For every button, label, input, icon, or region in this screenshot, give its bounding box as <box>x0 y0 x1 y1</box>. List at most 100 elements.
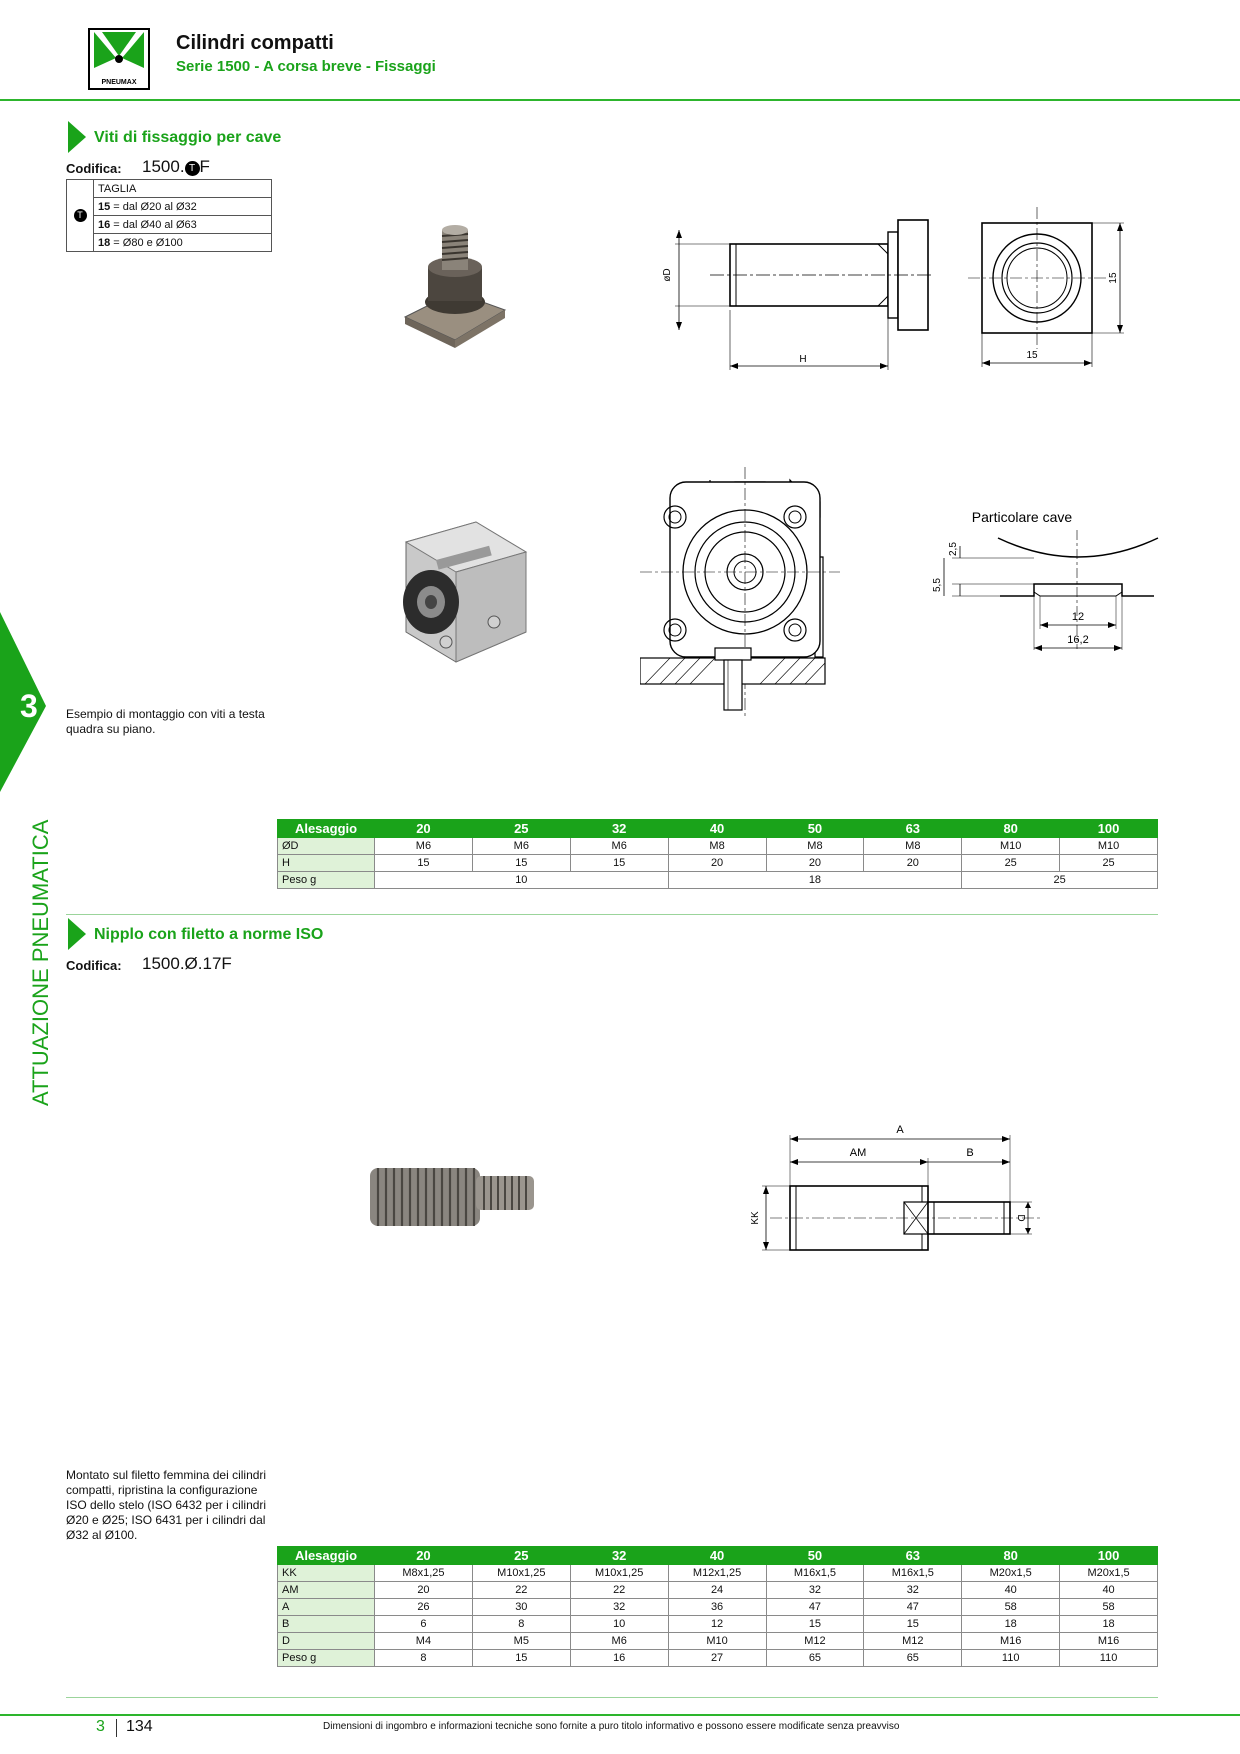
taglia-row: 15 = dal Ø20 al Ø32 <box>93 197 272 216</box>
table-cell: 25 <box>961 871 1158 889</box>
codifica-symbol: T <box>188 163 196 174</box>
cylinder-photo <box>376 512 536 677</box>
page-title: Cilindri compatti <box>176 32 334 54</box>
table-row: A 26 30 32 36 47 47 58 58 <box>277 1598 1158 1616</box>
table-cell: 30 <box>471 1598 571 1616</box>
screw-side-drawing: øD H <box>650 210 935 385</box>
table-cell: 25 <box>1059 854 1158 872</box>
table-cell: 16 <box>569 1649 669 1667</box>
row-label: Peso g <box>277 1649 375 1667</box>
chapter-label: ATTUAZIONE PNEUMATICA <box>28 819 53 1106</box>
table-cell: 20 <box>863 854 963 872</box>
nipple-drawing: A AM B KK D <box>750 1120 1045 1275</box>
nipple-dimension-table: Alesaggio 20 25 32 40 50 63 80 100 KK M8… <box>277 1546 1158 1667</box>
table-cell: 47 <box>863 1598 963 1616</box>
table-row: Peso g 10 18 25 <box>277 871 1158 889</box>
table-cell: 32 <box>863 1581 963 1599</box>
cylinder-front-drawing <box>639 462 840 727</box>
section2-note: Montato sul filetto femmina dei cilindri… <box>66 1468 267 1542</box>
chapter-tab <box>0 612 46 792</box>
table-row: KK M8x1,25 M10x1,25 M10x1,25 M12x1,25 M1… <box>277 1564 1158 1582</box>
table-cell: 18 <box>1059 1615 1158 1633</box>
chapter-number: 3 <box>20 688 38 724</box>
footer-disclaimer: Dimensioni di ingombro e informazioni te… <box>323 1721 900 1732</box>
dim-height-15: 15 <box>1108 272 1119 284</box>
table-cell: M8 <box>863 837 963 855</box>
row-label: B <box>277 1615 375 1633</box>
size-symbol-icon: T <box>184 161 200 176</box>
slot-detail-title: Particolare cave <box>972 509 1073 525</box>
section-divider <box>66 914 1158 915</box>
table-row: ØD M6 M6 M6 M8 M8 M8 M10 M10 <box>277 837 1158 855</box>
table-header: 50 <box>765 1546 865 1565</box>
table-header: 32 <box>569 819 669 838</box>
table-cell: 32 <box>765 1581 865 1599</box>
table-row: D M4 M5 M6 M10 M12 M12 M16 M16 <box>277 1632 1158 1650</box>
table-header: 63 <box>863 819 963 838</box>
header-divider <box>0 99 1240 101</box>
table-header-row: Alesaggio 20 25 32 40 50 63 80 100 <box>277 1546 1158 1565</box>
dim-kk: KK <box>750 1211 761 1225</box>
table-cell: M16x1,5 <box>863 1564 963 1582</box>
logo: PNEUMAX <box>88 28 150 90</box>
footer-divider <box>0 1714 1240 1716</box>
section-arrow-icon <box>68 918 86 955</box>
section-arrow-icon <box>68 121 86 158</box>
table-cell: 20 <box>765 854 865 872</box>
row-label: AM <box>277 1581 375 1599</box>
table-cell: M10 <box>961 837 1061 855</box>
table-cell: M4 <box>374 1632 473 1650</box>
table-cell: M12 <box>863 1632 963 1650</box>
dim-a: A <box>896 1124 904 1136</box>
table-cell: 36 <box>667 1598 767 1616</box>
table-row: AM 20 22 22 24 32 32 40 40 <box>277 1581 1158 1599</box>
table-cell: 47 <box>765 1598 865 1616</box>
table-cell: 24 <box>667 1581 767 1599</box>
table-header: 40 <box>667 819 767 838</box>
table-cell: M10x1,25 <box>569 1564 669 1582</box>
codifica-label: Codifica: <box>66 958 122 973</box>
page-subtitle: Serie 1500 - A corsa breve - Fissaggi <box>176 58 436 75</box>
dim-d: D <box>1015 1214 1026 1221</box>
page-number: 134 <box>126 1718 153 1735</box>
table-cell: M20x1,5 <box>1059 1564 1158 1582</box>
table-cell: M10 <box>1059 837 1158 855</box>
table-cell: M20x1,5 <box>961 1564 1061 1582</box>
table-header: 20 <box>374 1546 473 1565</box>
row-label: D <box>277 1632 375 1650</box>
table-cell: M16 <box>1059 1632 1158 1650</box>
table-cell: 20 <box>374 1581 473 1599</box>
taglia-symbol: T <box>77 210 83 220</box>
table-cell: 65 <box>863 1649 963 1667</box>
table-cell: 10 <box>374 871 669 889</box>
taglia-symbol-cell: T <box>66 179 94 252</box>
table-cell: 18 <box>667 871 963 889</box>
table-cell: M6 <box>569 837 669 855</box>
table-cell: 15 <box>765 1615 865 1633</box>
table-cell: 32 <box>569 1598 669 1616</box>
table-cell: 58 <box>961 1598 1061 1616</box>
table-cell: 12 <box>667 1615 767 1633</box>
row-label: Peso g <box>277 871 375 889</box>
table-cell: 58 <box>1059 1598 1158 1616</box>
taglia-text: = Ø80 e Ø100 <box>110 236 183 249</box>
table-cell: 6 <box>374 1615 473 1633</box>
table-cell: 8 <box>471 1615 571 1633</box>
codifica-code: 1500.Ø.17F <box>142 954 232 973</box>
table-cell: 20 <box>667 854 767 872</box>
table-header: 100 <box>1059 819 1158 838</box>
dim-h: H <box>799 354 806 365</box>
table-row: H 15 15 15 20 20 20 25 25 <box>277 854 1158 872</box>
table-cell: M8x1,25 <box>374 1564 473 1582</box>
table-header: Alesaggio <box>277 1546 375 1565</box>
table-cell: 15 <box>374 854 473 872</box>
table-cell: 22 <box>471 1581 571 1599</box>
table-header: 50 <box>765 819 865 838</box>
table-row: Peso g 8 15 16 27 65 65 110 110 <box>277 1649 1158 1667</box>
table-cell: 65 <box>765 1649 865 1667</box>
table-header: 63 <box>863 1546 963 1565</box>
taglia-text: = dal Ø20 al Ø32 <box>110 200 197 213</box>
table-header: 80 <box>961 1546 1061 1565</box>
table-cell: M8 <box>765 837 865 855</box>
